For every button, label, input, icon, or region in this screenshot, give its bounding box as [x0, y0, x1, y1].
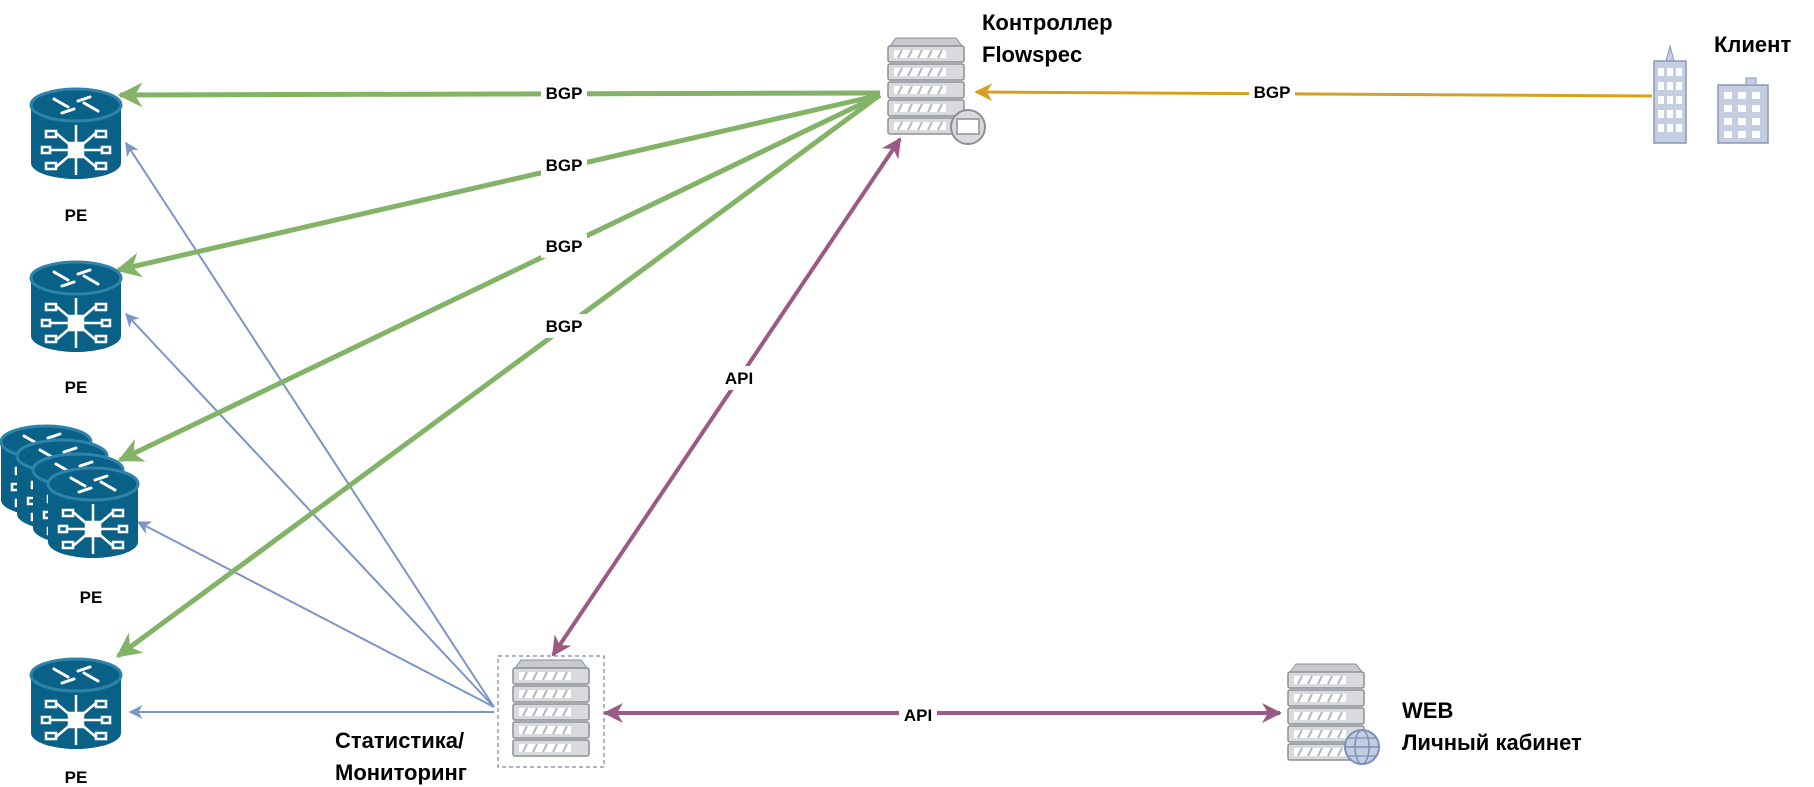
edge-client-controller	[974, 83, 1653, 102]
edge-stats-pe1	[125, 141, 495, 708]
router-pe-1: PE	[29, 87, 123, 225]
stats-label-line1: Статистика/	[335, 728, 464, 753]
edge-controller-pe2	[115, 92, 881, 278]
svg-text:API: API	[725, 369, 753, 388]
monitoring-edges	[125, 141, 495, 719]
edge-labels: BGP BGP BGP BGP BGP API API	[541, 80, 1295, 727]
svg-text:API: API	[904, 706, 932, 725]
svg-text:BGP: BGP	[546, 237, 583, 256]
router-pe-group: PE	[0, 424, 140, 607]
router-icon	[29, 657, 123, 751]
edge-label-bgp-3: BGP	[541, 234, 587, 258]
pe-label: PE	[65, 378, 88, 397]
router-icon	[29, 87, 123, 181]
svg-text:BGP: BGP	[1254, 83, 1291, 102]
router-icon	[46, 466, 140, 560]
stats-monitoring-server: Статистика/ Мониторинг	[335, 655, 605, 785]
bgp-edges	[115, 82, 882, 659]
edge-controller-pe3	[117, 92, 882, 463]
edge-controller-pe1	[117, 82, 881, 108]
pe-label: PE	[80, 588, 103, 607]
edge-label-bgp-2: BGP	[541, 153, 587, 177]
controller-label-line1: Контроллер	[982, 10, 1113, 35]
controller-flowspec: Контроллер Flowspec	[887, 10, 1113, 145]
web-label-line2: Личный кабинет	[1402, 730, 1582, 755]
edge-label-api-web: API	[899, 703, 937, 727]
router-icon	[29, 260, 123, 354]
edge-controller-stats-api	[551, 137, 902, 657]
edge-label-bgp-client: BGP	[1249, 80, 1295, 104]
pe-label: PE	[65, 206, 88, 225]
router-pe-2: PE	[29, 260, 123, 397]
building-icon	[1653, 44, 1687, 144]
router-pe-4: PE	[29, 657, 123, 787]
edge-label-bgp-1: BGP	[541, 81, 587, 105]
stats-label-line2: Мониторинг	[335, 760, 467, 785]
building-icon	[1717, 77, 1769, 144]
controller-label-line2: Flowspec	[982, 42, 1082, 67]
edge-label-bgp-4: BGP	[541, 314, 587, 338]
monitor-badge-icon	[950, 109, 986, 145]
client-buildings: Клиент	[1653, 32, 1791, 144]
pe-label: PE	[65, 768, 88, 787]
edge-stats-pe3	[136, 521, 495, 708]
globe-icon	[1344, 729, 1380, 765]
client-label: Клиент	[1714, 32, 1791, 57]
server-icon	[512, 659, 590, 757]
web-server: WEB Личный кабинет	[1287, 663, 1582, 765]
web-label-line1: WEB	[1402, 698, 1453, 723]
selection-frame	[497, 655, 605, 768]
edge-label-api-controller: API	[720, 366, 758, 390]
edge-stats-pe2	[125, 312, 495, 708]
svg-text:BGP: BGP	[546, 156, 583, 175]
svg-text:BGP: BGP	[546, 84, 583, 103]
svg-text:BGP: BGP	[546, 317, 583, 336]
edge-controller-pe4	[115, 92, 882, 659]
